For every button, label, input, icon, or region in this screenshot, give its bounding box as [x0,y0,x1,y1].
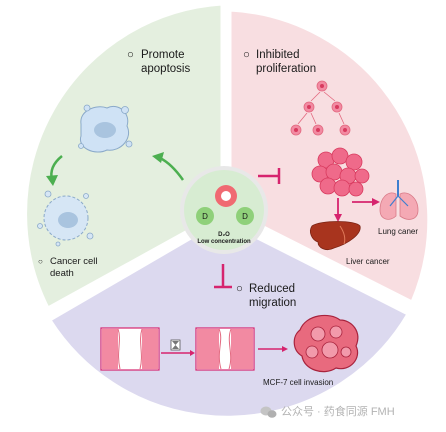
apoptosis-line2: apoptosis [141,63,190,75]
apoptotic-cell-top [78,104,133,153]
cancer-cell-death-line2: death [50,268,74,279]
low-concentration-caption: Low concentration [197,239,251,245]
d2o-molecule: D D D₂O Low concentration [180,166,268,254]
molecule-letter-d2: D [242,212,248,221]
migration-bullet: ○ [236,283,243,295]
hourglass-icon [170,339,181,351]
inhibit-migration-icon [214,264,232,289]
molecule-letter-d1: D [202,212,208,221]
watermark-text: 公众号 · 药食同源 FMH [281,404,395,418]
invasive-cell-cluster [293,314,359,373]
inhibit-proliferation-icon [258,168,281,184]
liver-cancer-label: Liver cancer [346,257,390,266]
deuterium-atom-left [196,207,214,225]
cancer-cell-death-line1: Cancer cell [50,256,98,267]
wound-assay-initial [100,327,160,371]
proliferation-line2: proliferation [256,63,316,75]
cell-nuclei [294,84,347,132]
division-arrows-icon [297,91,345,125]
apoptosis-bullet: ○ [127,49,134,61]
d2o-formula: D₂O [218,232,230,238]
mcf7-invasion-label: MCF-7 cell invasion [263,378,333,387]
apoptosis-line1: Promote [141,49,184,61]
deuterium-atom-right [236,207,254,225]
liver-icon [310,221,361,250]
migration-line1: Reduced [249,283,295,295]
lung-icon [379,180,419,220]
proliferation-line1: Inhibited [256,49,299,61]
death-bullet: ○ [38,257,43,266]
arrow-to-death-head-icon [46,175,58,186]
arrow-to-lung-icon [352,198,380,206]
lung-cancer-label: Lung caner [378,227,418,236]
arrow-to-liver-icon [334,198,342,222]
wound-assay-after [195,327,255,371]
apoptotic-cell-bottom [37,190,94,247]
arrow-to-invasion-icon [258,346,288,352]
migration-line2: migration [249,297,296,309]
tumor-cluster [311,147,370,197]
proliferation-bullet: ○ [243,49,250,61]
arrow-time-icon [161,350,195,356]
wechat-icon [260,406,277,418]
arrow-from-center-head-icon [152,152,164,163]
